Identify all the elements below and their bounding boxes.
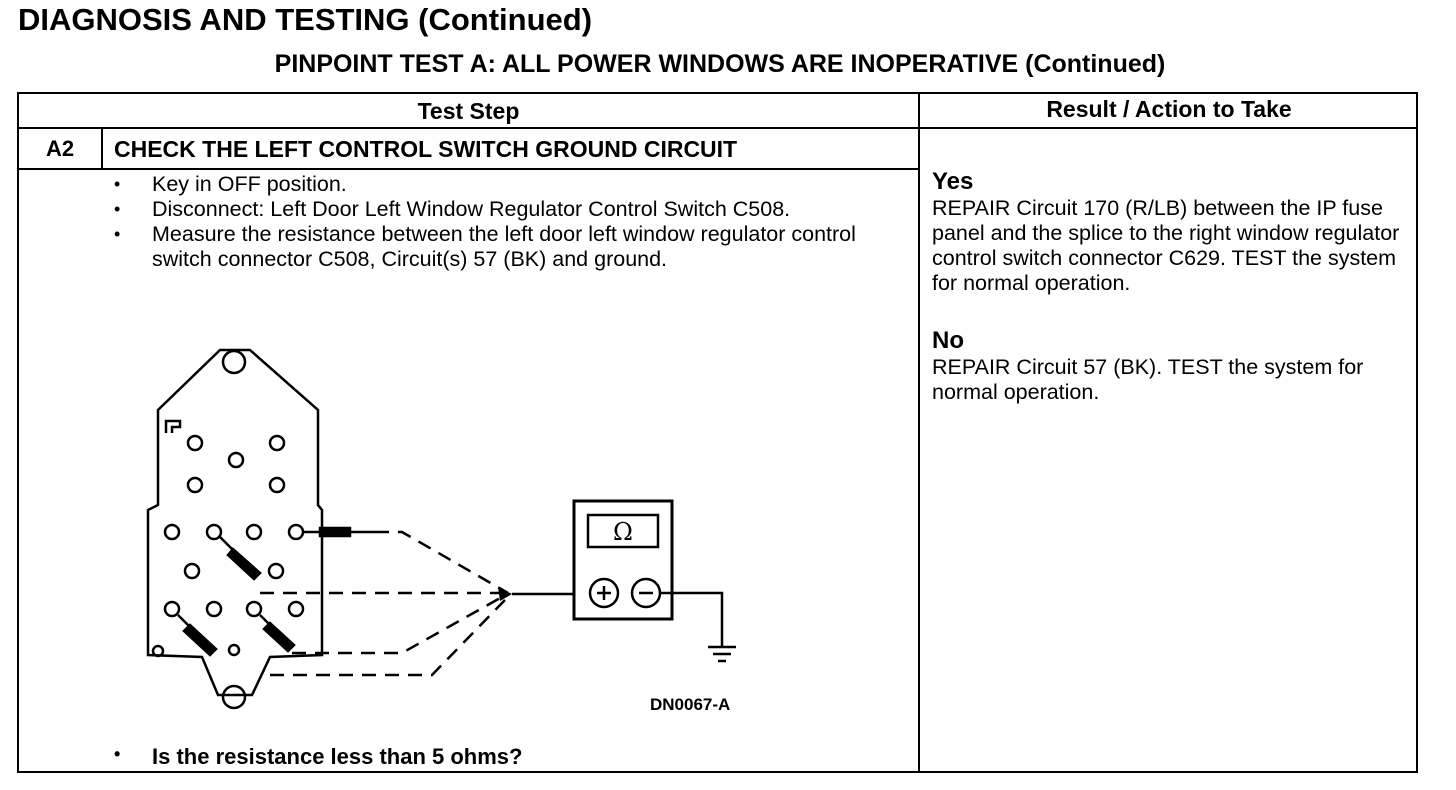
pinpoint-test-title: PINPOINT TEST A: ALL POWER WINDOWS ARE I… [274,50,1166,78]
test-table [17,92,1418,773]
result-yes: Yes REPAIR Circuit 170 (R/LB) between th… [932,168,1414,296]
step-title: CHECK THE LEFT CONTROL SWITCH GROUND CIR… [114,136,738,162]
ohm-symbol: Ω [613,518,633,546]
column-divider [918,92,920,773]
instruction-item: Disconnect: Left Door Left Window Regula… [112,197,902,222]
result-yes-head: Yes [932,168,974,195]
instruction-item: Key in OFF position. [112,172,902,197]
header-divider [17,127,1418,129]
connector-diagram: Ω [146,348,736,710]
instruction-item: Measure the resistance between the left … [112,222,902,272]
header-result-action: Result / Action to Take [1046,96,1292,122]
step-question: Is the resistance less than 5 ohms? [112,744,522,770]
step-id: A2 [45,136,75,161]
step-row-divider [17,168,920,170]
result-no-text: REPAIR Circuit 57 (BK). TEST the system … [932,355,1364,404]
figure-label: DN0067-A [650,695,731,714]
result-yes-text: REPAIR Circuit 170 (R/LB) between the IP… [932,196,1400,295]
step-instructions: Key in OFF position. Disconnect: Left Do… [112,172,902,272]
header-test-step: Test Step [417,98,520,124]
step-id-divider [101,127,103,170]
result-no-head: No [932,327,964,354]
result-no: No REPAIR Circuit 57 (BK). TEST the syst… [932,327,1414,405]
page-title: DIAGNOSIS AND TESTING (Continued) [18,2,593,37]
